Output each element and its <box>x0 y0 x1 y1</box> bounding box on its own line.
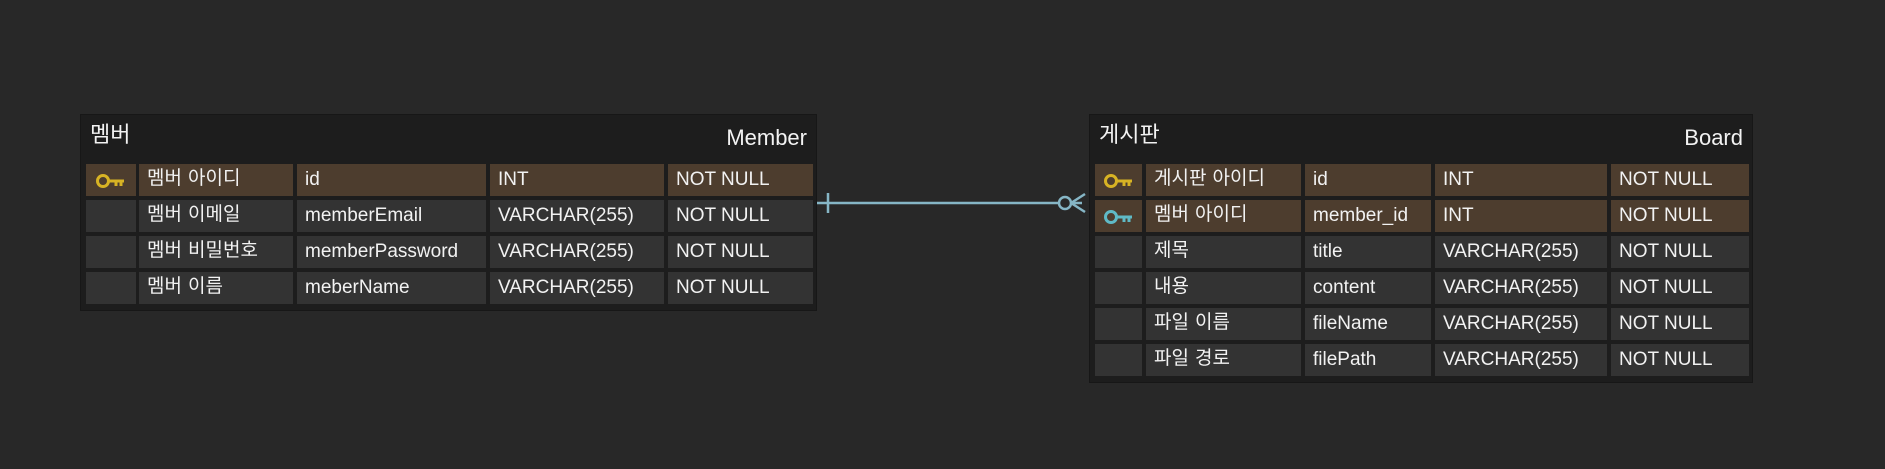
column-key-slot <box>1095 272 1142 304</box>
column-row[interactable]: 파일 경로 filePath VARCHAR(255) NOT NULL <box>1095 344 1749 376</box>
column-key-slot <box>1095 344 1142 376</box>
column-null-constraint: NOT NULL <box>668 272 813 304</box>
column-row[interactable]: 게시판 아이디 id INT NOT NULL <box>1095 164 1749 196</box>
column-physical-name: memberEmail <box>297 200 486 232</box>
entity-board[interactable]: 게시판 Board 게시판 아이디 id INT NOT NULL <box>1089 114 1753 383</box>
foreign-key-icon <box>1095 200 1142 232</box>
column-physical-name: id <box>1305 164 1431 196</box>
column-type: VARCHAR(255) <box>490 272 664 304</box>
column-row[interactable]: 멤버 이메일 memberEmail VARCHAR(255) NOT NULL <box>86 200 813 232</box>
column-logical-name: 멤버 아이디 <box>139 164 293 196</box>
column-row[interactable]: 멤버 이름 meberName VARCHAR(255) NOT NULL <box>86 272 813 304</box>
column-row[interactable]: 파일 이름 fileName VARCHAR(255) NOT NULL <box>1095 308 1749 340</box>
column-logical-name: 파일 이름 <box>1146 308 1301 340</box>
entity-logical-name: 멤버 <box>90 123 131 148</box>
column-logical-name: 멤버 비밀번호 <box>139 236 293 268</box>
column-null-constraint: NOT NULL <box>668 164 813 196</box>
zero-cardinality-mark <box>1057 195 1073 211</box>
column-physical-name: filePath <box>1305 344 1431 376</box>
column-null-constraint: NOT NULL <box>1611 236 1749 268</box>
column-null-constraint: NOT NULL <box>1611 344 1749 376</box>
column-row[interactable]: 멤버 아이디 member_id INT NOT NULL <box>1095 200 1749 232</box>
column-logical-name: 제목 <box>1146 236 1301 268</box>
many-cardinality-mark-upper <box>1070 192 1086 205</box>
column-null-constraint: NOT NULL <box>668 200 813 232</box>
column-key-slot <box>86 236 136 268</box>
entity-physical-name: Board <box>1684 125 1743 150</box>
entity-physical-name: Member <box>726 125 807 150</box>
column-physical-name: title <box>1305 236 1431 268</box>
column-null-constraint: NOT NULL <box>1611 164 1749 196</box>
column-key-slot <box>86 272 136 304</box>
column-type: VARCHAR(255) <box>490 236 664 268</box>
column-logical-name: 파일 경로 <box>1146 344 1301 376</box>
column-key-slot <box>1095 236 1142 268</box>
column-logical-name: 멤버 이메일 <box>139 200 293 232</box>
column-null-constraint: NOT NULL <box>1611 272 1749 304</box>
entity-header[interactable]: 멤버 Member <box>81 115 816 163</box>
column-list: 멤버 아이디 id INT NOT NULL 멤버 이메일 memberEmai… <box>86 164 813 308</box>
primary-key-icon <box>1095 164 1142 196</box>
column-row[interactable]: 멤버 비밀번호 memberPassword VARCHAR(255) NOT … <box>86 236 813 268</box>
column-physical-name: fileName <box>1305 308 1431 340</box>
column-logical-name: 멤버 아이디 <box>1146 200 1301 232</box>
column-null-constraint: NOT NULL <box>1611 308 1749 340</box>
column-logical-name: 내용 <box>1146 272 1301 304</box>
column-physical-name: id <box>297 164 486 196</box>
column-type: VARCHAR(255) <box>490 200 664 232</box>
column-physical-name: member_id <box>1305 200 1431 232</box>
column-physical-name: meberName <box>297 272 486 304</box>
column-type: INT <box>490 164 664 196</box>
column-type: VARCHAR(255) <box>1435 308 1607 340</box>
entity-logical-name: 게시판 <box>1099 123 1160 148</box>
column-row[interactable]: 멤버 아이디 id INT NOT NULL <box>86 164 813 196</box>
column-physical-name: memberPassword <box>297 236 486 268</box>
many-cardinality-mark-lower <box>1070 201 1086 214</box>
column-row[interactable]: 내용 content VARCHAR(255) NOT NULL <box>1095 272 1749 304</box>
entity-member[interactable]: 멤버 Member 멤버 아이디 id INT NOT NULL 멤버 이메일 <box>80 114 817 311</box>
column-type: VARCHAR(255) <box>1435 272 1607 304</box>
column-logical-name: 게시판 아이디 <box>1146 164 1301 196</box>
column-type: INT <box>1435 200 1607 232</box>
column-list: 게시판 아이디 id INT NOT NULL 멤버 아이디 member_id… <box>1095 164 1749 380</box>
column-type: VARCHAR(255) <box>1435 236 1607 268</box>
column-null-constraint: NOT NULL <box>668 236 813 268</box>
column-key-slot <box>1095 308 1142 340</box>
column-key-slot <box>86 200 136 232</box>
primary-key-icon <box>86 164 136 196</box>
column-null-constraint: NOT NULL <box>1611 200 1749 232</box>
column-row[interactable]: 제목 title VARCHAR(255) NOT NULL <box>1095 236 1749 268</box>
column-physical-name: content <box>1305 272 1431 304</box>
column-logical-name: 멤버 이름 <box>139 272 293 304</box>
entity-header[interactable]: 게시판 Board <box>1090 115 1752 163</box>
column-type: VARCHAR(255) <box>1435 344 1607 376</box>
column-type: INT <box>1435 164 1607 196</box>
